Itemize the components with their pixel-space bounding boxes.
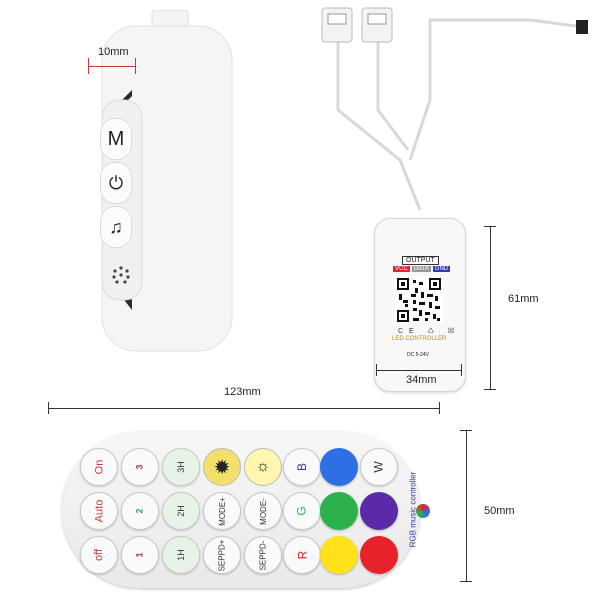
remote-speed-up-button[interactable]: SEPPD+	[203, 536, 241, 574]
sun-dark-icon: ✹	[213, 456, 231, 479]
dim-line-61mm	[490, 226, 491, 390]
remote-mode-up-button[interactable]: MODE+	[203, 492, 241, 530]
pin-vcc: VCC	[393, 266, 410, 272]
wire-harness	[300, 0, 600, 240]
remote-2h-button[interactable]: 2H	[162, 492, 200, 530]
remote-yellow-color-button[interactable]	[320, 536, 358, 574]
remote-red-button[interactable]: R	[283, 536, 321, 574]
remote-logo-icon	[416, 504, 430, 518]
microphone-grille-icon	[108, 262, 134, 288]
music-button[interactable]: ♫	[100, 206, 132, 248]
remote-red-color-button[interactable]	[360, 536, 398, 574]
remote-3h-button[interactable]: 3H	[162, 448, 200, 486]
dim-label-123mm: 123mm	[224, 386, 261, 398]
pin-gnd: GND	[432, 266, 451, 272]
remote-music3-button[interactable]: 3	[121, 448, 159, 486]
mode-label: M	[107, 127, 125, 150]
dim-label-10mm: 10mm	[98, 46, 129, 58]
remote-1h-button[interactable]: 1H	[162, 536, 200, 574]
dim-label-50mm: 50mm	[484, 505, 515, 517]
mode-button[interactable]: M	[100, 118, 132, 160]
remote-blue-button[interactable]: B	[283, 448, 321, 486]
remote-brightness-down-button[interactable]: ✹	[203, 448, 241, 486]
remote-blue-color-button[interactable]	[320, 448, 358, 486]
music-note-icon: ♫	[109, 216, 123, 237]
remote-music1-button[interactable]: 1	[121, 536, 159, 574]
power-button[interactable]: ⏻	[100, 162, 132, 204]
output-label: OUTPUT	[402, 256, 439, 265]
remote-brightness-up-button[interactable]: ☼	[244, 448, 282, 486]
remote-mode-down-button[interactable]: MODE-	[244, 492, 282, 530]
dim-line-50mm	[466, 430, 467, 582]
voltage-label: DC 5-24V	[407, 352, 429, 358]
power-icon: ⏻	[108, 172, 124, 193]
dim-line-123mm	[48, 408, 440, 409]
dim-line-34mm	[376, 370, 462, 371]
remote-off-button[interactable]: off	[80, 536, 118, 574]
remote-music2-button[interactable]: 2	[121, 492, 159, 530]
output-pins: VCC DATA GND	[393, 266, 451, 272]
remote-purple-color-button[interactable]	[360, 492, 398, 530]
dim-line-10mm	[88, 66, 136, 67]
remote-green-button[interactable]: G	[283, 492, 321, 530]
dim-label-61mm: 61mm	[508, 293, 539, 305]
remote-auto-button[interactable]: Auto	[80, 492, 118, 530]
remote-white-button[interactable]: W	[360, 448, 398, 486]
remote-green-color-button[interactable]	[320, 492, 358, 530]
led-controller-box	[374, 218, 466, 392]
dim-label-34mm: 34mm	[406, 374, 437, 386]
pin-data: DATA	[411, 266, 431, 272]
certification-icons: CE ♺ ☒	[398, 328, 461, 335]
sun-icon: ☼	[255, 458, 271, 475]
brand-label: LED CONTROLLER	[392, 336, 447, 342]
remote-speed-down-button[interactable]: SEPPD-	[244, 536, 282, 574]
qr-code	[395, 276, 443, 324]
remote-on-button[interactable]: On	[80, 448, 118, 486]
